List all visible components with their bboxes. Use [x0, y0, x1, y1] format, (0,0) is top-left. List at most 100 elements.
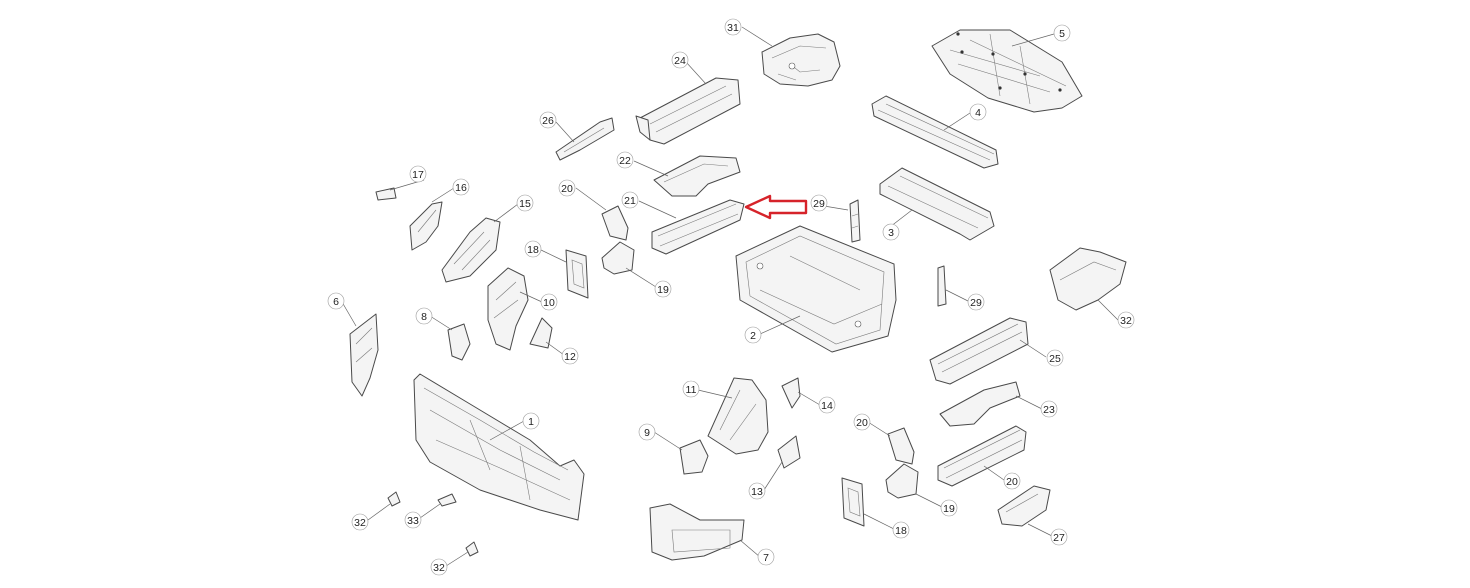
- callout-label: 26: [542, 115, 554, 127]
- part-4: [871, 95, 999, 169]
- callout-19-lower: 19: [940, 499, 958, 517]
- callout-27: 26: [539, 111, 557, 129]
- callout-label: 4: [975, 107, 981, 119]
- callout-label: 18: [527, 244, 539, 256]
- callout-label: 31: [727, 22, 739, 34]
- part-17: [375, 187, 397, 201]
- part-18-upper: [565, 249, 589, 299]
- callout-label: 3: [888, 227, 894, 239]
- callout-5: 5: [1053, 24, 1071, 42]
- callout-1: 1: [522, 412, 540, 430]
- callout-29-upper: 29: [810, 194, 828, 212]
- callout-label: 13: [751, 486, 763, 498]
- callout-label: 32: [433, 562, 445, 574]
- part-11: [707, 377, 769, 455]
- part-30: [761, 33, 841, 87]
- highlight-arrow: [744, 194, 808, 220]
- callout-label: 2: [750, 330, 756, 342]
- callout-label: 6: [333, 296, 339, 308]
- part-2: [735, 225, 897, 353]
- callout-2: 2: [744, 326, 762, 344]
- callout-label: 33: [407, 515, 419, 527]
- part-23: [653, 155, 741, 197]
- callout-13: 13: [748, 482, 766, 500]
- callout-label: 25: [1049, 353, 1061, 365]
- callout-label: 10: [543, 297, 555, 309]
- part-19-lower: [885, 463, 919, 499]
- part-12: [529, 317, 553, 349]
- part-24: [939, 381, 1021, 427]
- callout-20-lower: 20: [853, 413, 871, 431]
- callout-23: 22: [616, 151, 634, 169]
- callout-22: 20: [1003, 472, 1021, 490]
- part-10: [487, 267, 529, 351]
- callout-9: 9: [638, 423, 656, 441]
- part-20-upper: [601, 205, 629, 241]
- part-31: [1049, 247, 1127, 311]
- callout-label: 19: [657, 284, 669, 296]
- callout-label: 20: [856, 417, 868, 429]
- callout-label: 32: [354, 517, 366, 529]
- callout-label: 29: [813, 198, 825, 210]
- callout-32-upper: 32: [351, 513, 369, 531]
- callout-7: 7: [757, 548, 775, 566]
- part-6: [349, 313, 379, 397]
- part-26: [929, 317, 1029, 385]
- part-5: [931, 29, 1083, 113]
- part-33: [437, 493, 457, 507]
- part-28: [997, 485, 1051, 527]
- callout-20-upper: 20: [558, 179, 576, 197]
- callout-label: 22: [619, 155, 631, 167]
- callout-label: 9: [644, 427, 650, 439]
- callout-label: 23: [1043, 404, 1055, 416]
- callout-26: 25: [1046, 349, 1064, 367]
- callout-label: 24: [674, 55, 686, 67]
- callout-15: 15: [516, 194, 534, 212]
- callout-label: 18: [895, 525, 907, 537]
- callout-29-lower: 29: [967, 293, 985, 311]
- callout-8: 8: [415, 307, 433, 325]
- part-1: [413, 373, 585, 521]
- callout-label: 15: [519, 198, 531, 210]
- callout-25: 24: [671, 51, 689, 69]
- callout-label: 21: [624, 195, 636, 207]
- callout-6: 6: [327, 292, 345, 310]
- part-19-upper: [601, 241, 635, 275]
- callout-label: 16: [455, 182, 467, 194]
- callout-label: 17: [412, 169, 424, 181]
- callout-32-lower: 32: [430, 558, 448, 576]
- part-20-lower: [887, 427, 915, 465]
- callout-label: 20: [561, 183, 573, 195]
- callout-16: 16: [452, 178, 470, 196]
- callout-label: 8: [421, 311, 427, 323]
- callout-label: 14: [821, 400, 833, 412]
- callout-3: 3: [882, 223, 900, 241]
- part-14: [781, 377, 801, 409]
- part-8: [447, 323, 471, 361]
- part-15: [441, 217, 501, 283]
- part-25: [635, 77, 741, 145]
- callout-30: 31: [724, 18, 742, 36]
- callout-4: 4: [969, 103, 987, 121]
- callout-24: 23: [1040, 400, 1058, 418]
- callout-19-upper: 19: [654, 280, 672, 298]
- part-27: [555, 117, 615, 161]
- callout-33: 33: [404, 511, 422, 529]
- callout-label: 7: [763, 552, 769, 564]
- callout-label: 11: [686, 384, 697, 396]
- part-7: [649, 503, 745, 561]
- part-3: [879, 167, 995, 241]
- callout-label: 19: [943, 503, 955, 515]
- part-29-lower: [937, 265, 947, 307]
- callout-label: 20: [1006, 476, 1018, 488]
- part-16: [409, 201, 443, 251]
- part-22: [937, 425, 1027, 487]
- callout-label: 32: [1120, 315, 1132, 327]
- part-18-lower: [841, 477, 865, 527]
- callout-18-lower: 18: [892, 521, 910, 539]
- callout-label: 5: [1059, 28, 1065, 40]
- callout-18-upper: 18: [524, 240, 542, 258]
- part-21: [651, 199, 745, 255]
- part-9: [679, 439, 709, 475]
